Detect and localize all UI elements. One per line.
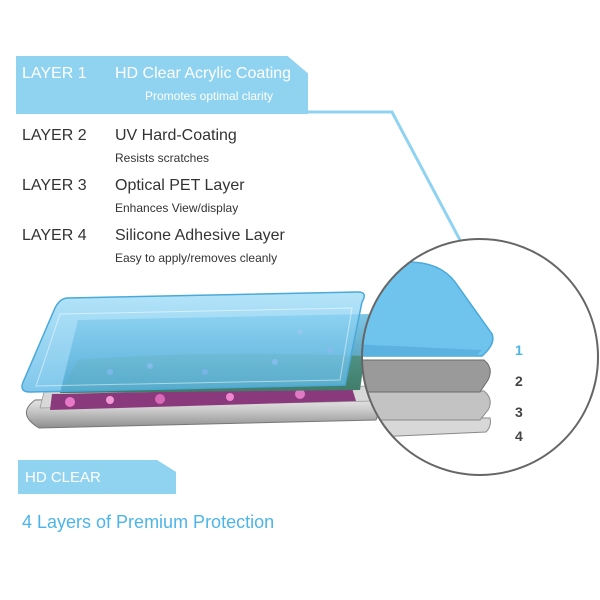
layer-4-description: Easy to apply/removes cleanly (115, 251, 278, 265)
layer-1-highlight-banner (16, 56, 308, 114)
tagline: 4 Layers of Premium Protection (22, 512, 275, 532)
hd-clear-badge (18, 460, 176, 494)
layer-3-description: Enhances View/display (115, 201, 239, 215)
layer-1-name: HD Clear Acrylic Coating (115, 65, 292, 82)
layer-1-number: LAYER 1 (22, 65, 87, 82)
layer-1-description: Promotes optimal clarity (145, 89, 274, 103)
protector-film (21, 291, 365, 393)
layer-4-number: LAYER 4 (22, 227, 87, 244)
layer-2-name: UV Hard-Coating (115, 127, 237, 144)
layer-3-number: LAYER 3 (22, 177, 87, 194)
zoom-label-1: 1 (515, 342, 523, 358)
zoom-label-3: 3 (515, 404, 523, 420)
layer-2-number: LAYER 2 (22, 127, 87, 144)
layer-4-name: Silicone Adhesive Layer (115, 227, 285, 244)
zoom-label-4: 4 (515, 428, 523, 444)
zoom-label-2: 2 (515, 373, 523, 389)
layer-2-description: Resists scratches (115, 151, 210, 165)
layer-3-name: Optical PET Layer (115, 177, 245, 194)
hd-clear-badge-label: HD CLEAR (25, 469, 101, 486)
zoom-magnifier (361, 238, 599, 476)
